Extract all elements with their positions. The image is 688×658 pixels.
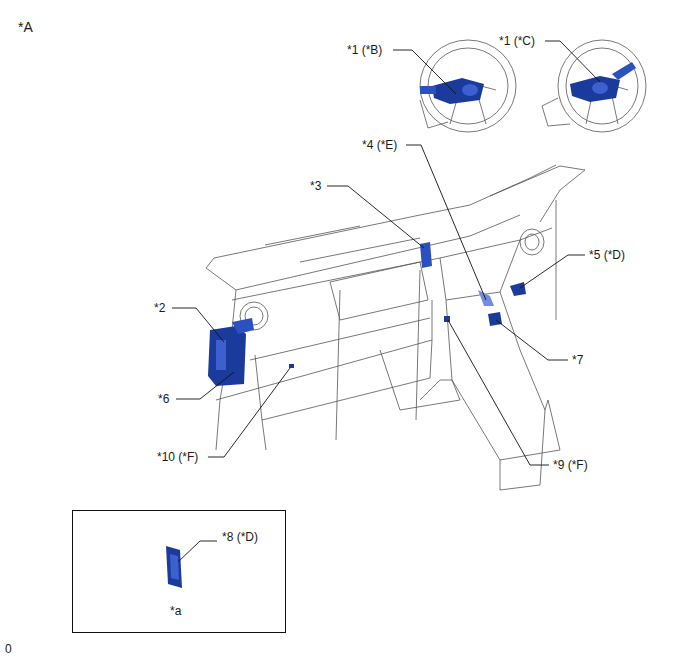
callout-number: *9 (*F): [553, 458, 588, 472]
view-label: *a: [170, 604, 181, 618]
inset-box: *8 (*D) *a: [72, 510, 286, 633]
steering-wheels: [420, 40, 646, 132]
ecu-parts: [166, 242, 526, 588]
callout-number: *2: [154, 301, 165, 315]
figure-label: *A: [18, 20, 33, 34]
callout-number: *4 (*E): [362, 138, 397, 152]
callout-number: *6: [158, 392, 169, 406]
callout-number: *7: [572, 353, 583, 367]
callout-number: *3: [310, 179, 321, 193]
callout-number: *8 (*D): [222, 530, 258, 544]
page-number: 0: [5, 642, 12, 656]
dashboard-outline: [206, 165, 585, 490]
callout-number: *1 (*C): [499, 34, 535, 48]
callout-number: *1 (*B): [347, 43, 382, 57]
leader-lines: [172, 41, 600, 562]
callout-number: *10 (*F): [157, 450, 198, 464]
callout-number: *5 (*D): [589, 248, 625, 262]
steering-switch-parts: [420, 62, 636, 104]
